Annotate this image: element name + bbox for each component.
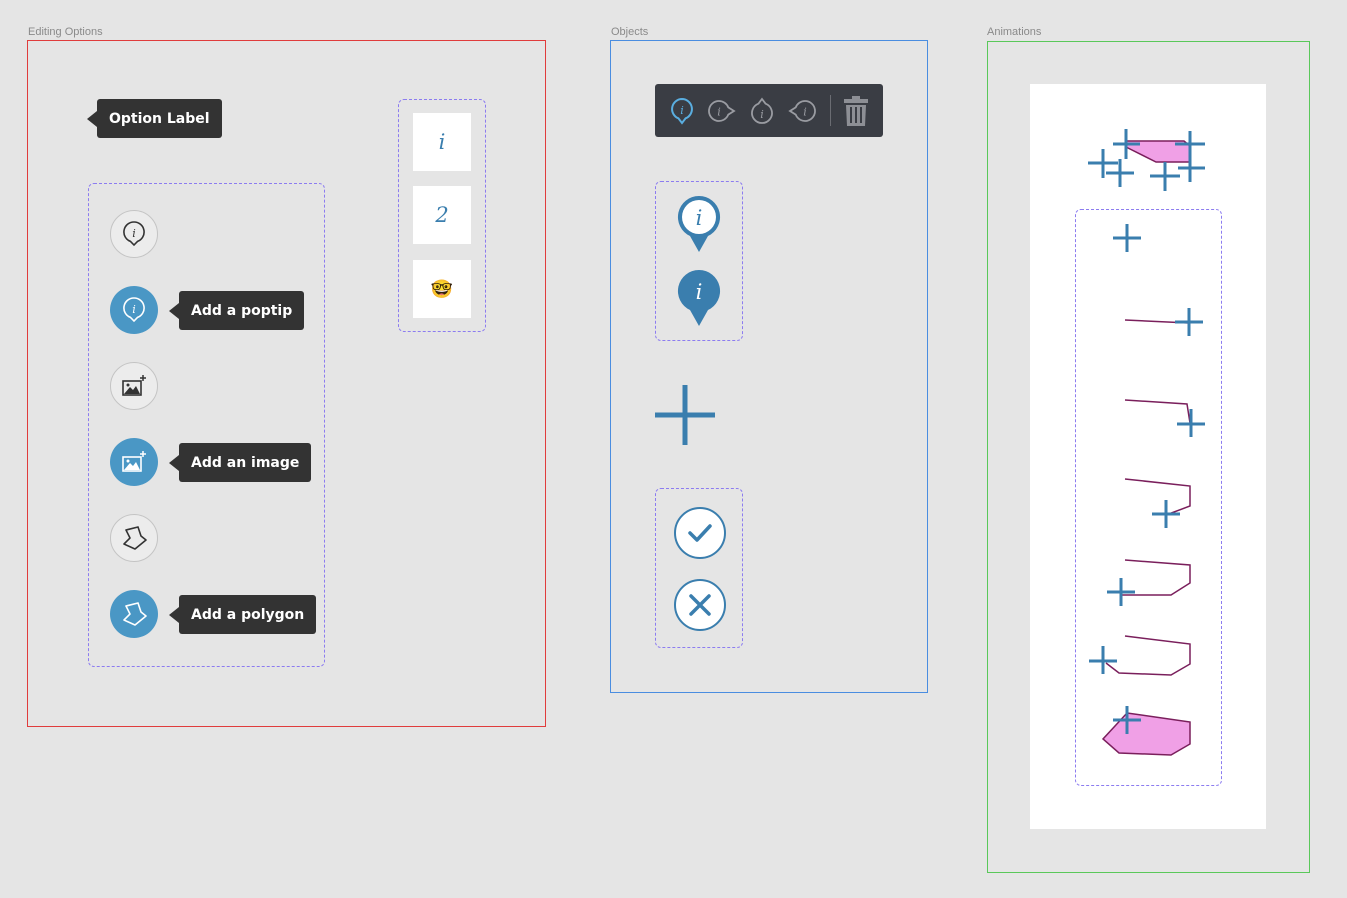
marker-tile-emoji-text: 🤓 xyxy=(430,278,454,300)
add-image-tooltip-text: Add an image xyxy=(191,454,300,471)
svg-text:i: i xyxy=(717,105,721,118)
svg-text:i: i xyxy=(680,104,684,117)
add-poptip-tooltip: Add a poptip xyxy=(168,291,305,330)
marker-outline-icon: i xyxy=(677,195,721,252)
action-buttons-group xyxy=(655,488,743,648)
confirm-icon xyxy=(688,524,712,542)
marker-tile-number[interactable]: 2 xyxy=(413,186,471,244)
option-label-tooltip: Option Label xyxy=(87,99,222,138)
poptip-icon: i xyxy=(123,297,145,323)
polygon-icon xyxy=(123,602,147,626)
add-image-icon xyxy=(122,375,146,396)
objects-frame xyxy=(610,40,928,693)
svg-text:i: i xyxy=(132,303,136,316)
add-poptip-tooltip-text: Add a poptip xyxy=(191,302,293,319)
poptip-icon: i xyxy=(123,221,145,247)
editing-options-label: Editing Options xyxy=(28,26,103,38)
add-polygon-button-inactive[interactable] xyxy=(110,514,158,562)
svg-text:i: i xyxy=(760,108,764,121)
svg-text:i: i xyxy=(696,280,703,304)
animation-preview-complete xyxy=(1088,129,1205,191)
objects-label: Objects xyxy=(611,26,649,38)
animation-steps xyxy=(1089,224,1205,756)
marker-down-icon: i xyxy=(671,97,693,125)
marker-variants-group xyxy=(655,181,743,341)
marker-tile-emoji[interactable]: 🤓 xyxy=(413,260,471,318)
add-image-button-inactive[interactable] xyxy=(110,362,158,410)
cancel-button[interactable] xyxy=(674,579,726,631)
add-poptip-button-active[interactable]: i xyxy=(110,286,158,334)
add-image-icon xyxy=(122,451,146,472)
toolbar-divider xyxy=(830,95,831,126)
animations-label: Animations xyxy=(987,26,1042,38)
marker-tile-number-text: 2 xyxy=(435,203,449,227)
marker-right-icon: i xyxy=(708,99,736,122)
marker-direction-right-button[interactable]: i xyxy=(705,94,739,127)
marker-direction-left-button[interactable]: i xyxy=(785,94,819,127)
add-polygon-tooltip-text: Add a polygon xyxy=(191,606,305,623)
editing-options-frame xyxy=(27,40,546,727)
editing-buttons-group xyxy=(88,183,325,667)
add-polygon-button-active[interactable] xyxy=(110,590,158,638)
add-poptip-button-inactive[interactable]: i xyxy=(110,210,158,258)
polygon-icon xyxy=(123,526,147,550)
svg-text:i: i xyxy=(803,105,807,118)
marker-direction-up-button[interactable]: i xyxy=(747,94,777,127)
marker-tile-info[interactable]: i xyxy=(413,113,471,171)
marker-left-icon: i xyxy=(788,99,816,122)
option-label-text: Option Label xyxy=(109,110,210,127)
svg-text:i: i xyxy=(696,206,703,230)
animations-frame xyxy=(987,41,1310,873)
marker-tile-info-text: i xyxy=(438,130,446,154)
marker-up-icon: i xyxy=(751,97,773,124)
svg-text:i: i xyxy=(132,227,136,240)
marker-direction-down-button[interactable]: i xyxy=(667,94,697,127)
trash-icon xyxy=(844,95,868,126)
delete-button[interactable] xyxy=(841,94,871,127)
confirm-button[interactable] xyxy=(674,507,726,559)
crosshair-icon xyxy=(655,385,715,445)
marker-tiles-group xyxy=(398,99,486,332)
add-image-tooltip: Add an image xyxy=(168,443,312,482)
cancel-icon xyxy=(689,594,711,616)
animation-steps-group xyxy=(1075,209,1222,786)
marker-filled-icon: i xyxy=(677,269,721,326)
marker-toolbar: i i i i xyxy=(655,84,883,137)
animation-canvas xyxy=(1030,84,1266,829)
add-polygon-tooltip: Add a polygon xyxy=(168,595,317,634)
add-image-button-active[interactable] xyxy=(110,438,158,486)
